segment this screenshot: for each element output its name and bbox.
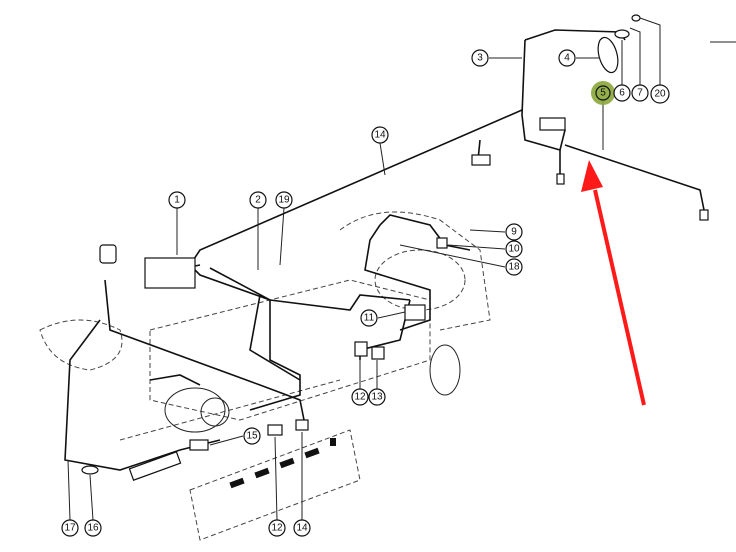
svg-text:10: 10 — [508, 244, 520, 255]
callout-18: 18 — [505, 258, 523, 276]
callout-12-mid: 12 — [351, 388, 369, 406]
svg-text:11: 11 — [364, 313, 375, 324]
switch-13 — [371, 346, 385, 360]
callout-10: 10 — [505, 240, 523, 258]
washer — [631, 14, 641, 22]
callout-11: 11 — [360, 309, 378, 327]
callout-7: 7 — [631, 84, 649, 102]
callout-15: 15 — [243, 427, 261, 445]
svg-text:12: 12 — [354, 392, 366, 403]
svg-text:6: 6 — [619, 88, 625, 99]
connector — [539, 117, 566, 131]
svg-text:14: 14 — [296, 523, 308, 534]
callouts: 1 2 19 3 4 5 6 7 20 14 9 10 18 11 12 13 … — [61, 49, 670, 537]
connector-block — [128, 451, 182, 481]
connector-12 — [267, 424, 283, 436]
end-plug — [699, 209, 709, 221]
relay — [471, 154, 491, 166]
callout-12-bottom: 12 — [268, 519, 286, 537]
svg-text:12: 12 — [271, 523, 283, 534]
svg-text:7: 7 — [637, 88, 643, 99]
callout-2: 2 — [249, 191, 267, 209]
clip-16 — [81, 465, 99, 475]
callout-16: 16 — [84, 519, 102, 537]
callout-20: 20 — [650, 84, 670, 104]
svg-text:15: 15 — [246, 431, 258, 442]
svg-text:5: 5 — [600, 88, 606, 99]
svg-text:3: 3 — [477, 53, 483, 64]
connector-15 — [189, 439, 209, 451]
svg-text:20: 20 — [654, 89, 666, 100]
connector-14 — [295, 419, 309, 431]
callout-19: 19 — [275, 191, 293, 209]
callout-1: 1 — [168, 191, 186, 209]
red-arrow — [581, 160, 646, 406]
svg-text:4: 4 — [564, 53, 570, 64]
callout-14-bottom: 14 — [293, 519, 311, 537]
svg-text:17: 17 — [64, 523, 76, 534]
svg-text:9: 9 — [511, 227, 517, 238]
callout-13: 13 — [368, 388, 386, 406]
callout-4: 4 — [558, 49, 576, 67]
svg-text:1: 1 — [174, 195, 180, 206]
bulb — [597, 36, 619, 74]
switch-12 — [354, 341, 368, 357]
svg-text:18: 18 — [508, 262, 520, 273]
svg-text:14: 14 — [374, 130, 386, 141]
horn — [99, 244, 117, 264]
svg-text:19: 19 — [278, 195, 290, 206]
callout-5: 5 — [595, 85, 611, 101]
leader-lines — [67, 17, 736, 521]
callout-14-top: 14 — [371, 126, 389, 144]
cap — [614, 29, 630, 39]
svg-text:2: 2 — [255, 195, 261, 206]
plug — [556, 173, 565, 185]
svg-text:16: 16 — [87, 523, 99, 534]
callout-3: 3 — [471, 49, 489, 67]
svg-text:13: 13 — [371, 392, 383, 403]
components — [81, 14, 709, 481]
callout-9: 9 — [505, 223, 523, 241]
callout-5-highlight — [591, 81, 615, 105]
sensor-10 — [436, 237, 448, 249]
vehicle-outline — [39, 211, 491, 541]
callout-17: 17 — [61, 519, 79, 537]
switch-11 — [404, 304, 426, 321]
callout-6: 6 — [613, 84, 631, 102]
battery — [144, 257, 196, 289]
